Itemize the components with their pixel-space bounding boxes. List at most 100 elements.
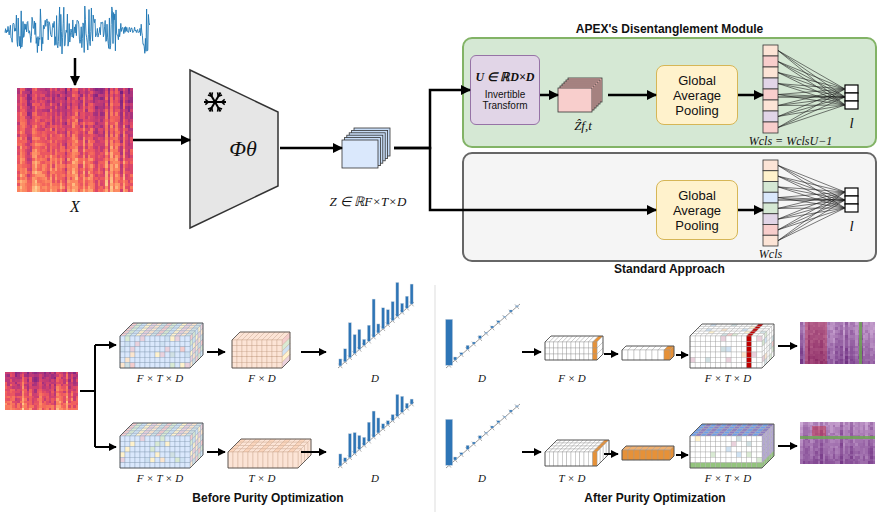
spectrogram-thumb bbox=[32, 377, 35, 380]
node-shape bbox=[83, 183, 86, 186]
node-shape bbox=[50, 155, 53, 158]
node-shape bbox=[763, 182, 778, 193]
node-shape bbox=[70, 116, 73, 119]
node-shape bbox=[130, 119, 133, 122]
node-shape bbox=[123, 143, 126, 146]
node-shape bbox=[85, 122, 88, 125]
node-shape bbox=[118, 183, 121, 186]
node-shape bbox=[95, 128, 98, 131]
node-shape bbox=[103, 122, 106, 125]
node-shape bbox=[90, 100, 93, 103]
node-shape bbox=[17, 149, 20, 152]
node-shape bbox=[25, 158, 28, 161]
node-shape bbox=[125, 122, 128, 125]
node-shape bbox=[30, 155, 33, 158]
node-shape bbox=[118, 128, 121, 131]
node-shape bbox=[110, 158, 113, 161]
dense-connections bbox=[778, 176, 845, 192]
node-shape bbox=[130, 189, 133, 192]
node-shape bbox=[120, 100, 123, 103]
node-shape bbox=[30, 183, 33, 186]
node-shape bbox=[80, 122, 83, 125]
node-shape bbox=[40, 134, 43, 137]
figure-node: Ẑf,t bbox=[558, 78, 608, 112]
node-shape bbox=[123, 97, 126, 100]
node-shape bbox=[42, 134, 45, 137]
spectrogram-thumb bbox=[32, 379, 35, 382]
node-shape bbox=[70, 143, 73, 146]
node-shape bbox=[118, 131, 121, 134]
text-group: Wcls = WclsU−1 bbox=[749, 134, 833, 149]
node-shape bbox=[98, 134, 101, 137]
node-shape bbox=[103, 91, 106, 94]
node-shape bbox=[40, 152, 43, 155]
panel-caption: After Purity Optimization bbox=[584, 491, 725, 505]
process-box: Global Average Pooling bbox=[656, 65, 738, 125]
node-shape bbox=[88, 171, 91, 174]
spectrogram-thumb bbox=[32, 389, 35, 392]
node-shape bbox=[108, 94, 111, 97]
node-shape bbox=[113, 134, 116, 137]
spectrogram-thumb bbox=[24, 384, 27, 387]
node-shape bbox=[32, 134, 35, 137]
node-shape bbox=[60, 91, 63, 94]
node-shape bbox=[113, 88, 116, 91]
node-shape bbox=[98, 158, 101, 161]
node-shape bbox=[103, 94, 106, 97]
node-shape bbox=[93, 97, 96, 100]
node-shape bbox=[93, 131, 96, 134]
node-shape bbox=[125, 180, 128, 183]
node-shape bbox=[80, 146, 83, 149]
node-shape bbox=[115, 161, 118, 164]
node-shape bbox=[27, 97, 30, 100]
node-shape bbox=[65, 186, 68, 189]
node-shape bbox=[25, 116, 28, 119]
node-shape bbox=[27, 116, 30, 119]
node-shape bbox=[95, 140, 98, 143]
node-shape bbox=[60, 155, 63, 158]
node-shape bbox=[80, 183, 83, 186]
node-shape bbox=[55, 171, 58, 174]
node-shape bbox=[95, 137, 98, 140]
node-shape bbox=[42, 143, 45, 146]
purity-illustration bbox=[435, 285, 436, 512]
node-shape bbox=[32, 149, 35, 152]
node-shape bbox=[128, 171, 131, 174]
node-shape bbox=[125, 97, 128, 100]
node-shape bbox=[85, 106, 88, 109]
node-shape bbox=[103, 137, 106, 140]
node-shape bbox=[108, 161, 111, 164]
node-shape bbox=[95, 152, 98, 155]
node-shape bbox=[60, 140, 63, 143]
node-shape bbox=[62, 109, 65, 112]
node-shape bbox=[95, 122, 98, 125]
node-shape bbox=[85, 116, 88, 119]
node-shape bbox=[128, 109, 131, 112]
node-shape bbox=[113, 164, 116, 167]
node-shape bbox=[72, 103, 75, 106]
node-shape bbox=[108, 112, 111, 115]
node-shape bbox=[103, 100, 106, 103]
node-shape bbox=[75, 168, 78, 171]
text-group: l bbox=[849, 115, 853, 132]
spectrogram-thumb bbox=[7, 396, 10, 399]
node-shape bbox=[118, 125, 121, 128]
node-shape bbox=[130, 171, 133, 174]
node-shape bbox=[83, 122, 86, 125]
node-shape bbox=[65, 189, 68, 192]
node-shape bbox=[25, 88, 28, 91]
node-shape bbox=[78, 106, 81, 109]
node-shape bbox=[67, 103, 70, 106]
node-shape bbox=[120, 171, 123, 174]
node-shape bbox=[100, 94, 103, 97]
node-shape bbox=[75, 177, 78, 180]
spectrogram-thumb bbox=[22, 382, 25, 385]
spectrogram-thumb bbox=[42, 384, 45, 387]
node-shape bbox=[88, 140, 91, 143]
node-shape bbox=[78, 131, 81, 134]
spectrogram-thumb bbox=[29, 377, 32, 380]
node-shape bbox=[62, 152, 65, 155]
node-shape bbox=[88, 131, 91, 134]
node-shape bbox=[110, 94, 113, 97]
node-shape bbox=[98, 164, 101, 167]
